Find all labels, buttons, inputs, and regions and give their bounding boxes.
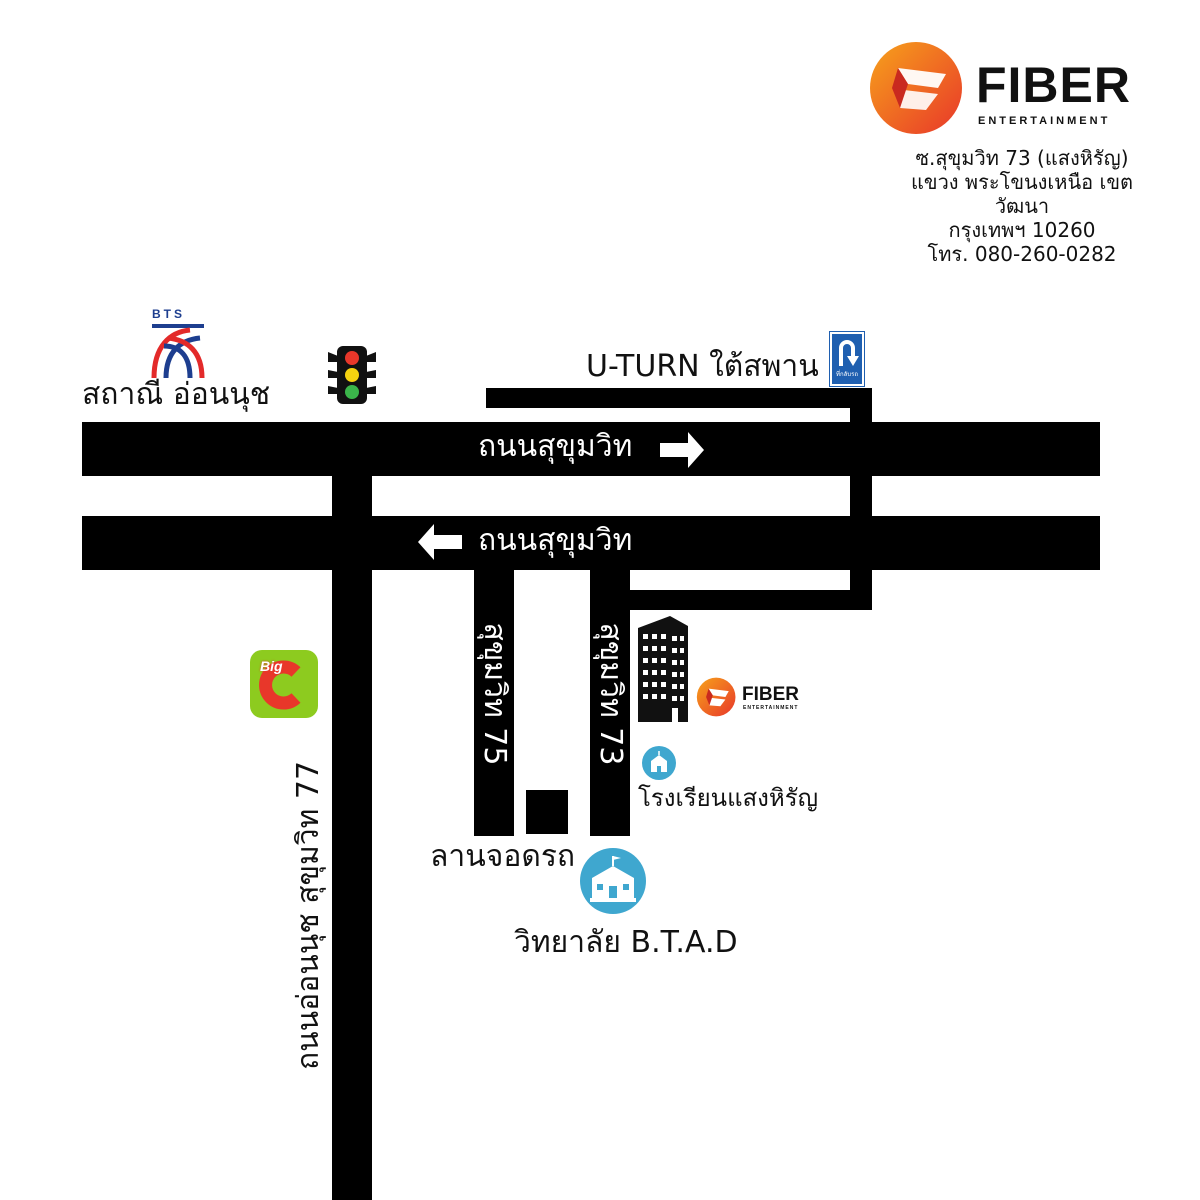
bts-station-label: สถาณี อ่อนนุช xyxy=(82,377,271,412)
address-line-2: แขวง พระโขนงเหนือ เขต วัฒนา xyxy=(911,170,1133,218)
road-label-soi-75: สุขุมวิท 75 xyxy=(477,622,512,766)
address-line-1: ซ.สุขุมวิท 73 (แสงหิรัญ) xyxy=(915,146,1129,170)
uturn-sign-text: ที่กลับรถ xyxy=(836,371,858,378)
arrow-right-icon xyxy=(660,432,704,468)
big-c-logo: Big xyxy=(250,650,318,718)
college-icon xyxy=(580,848,646,914)
fiber-small-name: FIBER xyxy=(742,684,799,705)
road-soi-73 xyxy=(590,570,630,836)
address-phone: โทร. 080-260-0282 xyxy=(927,242,1117,266)
school-icon xyxy=(642,746,676,780)
road-label-onnut: ถนนอ่อนนุช สุขุมวิท 77 xyxy=(291,760,326,1070)
uturn-sign-icon: ที่กลับรถ xyxy=(829,331,865,387)
road-onnut-gap xyxy=(332,476,372,516)
address-line-3: กรุงเทพฯ 10260 xyxy=(948,218,1096,242)
college-label: วิทยาลัย B.T.A.D xyxy=(514,925,738,960)
fiber-logo-large: FIBER ENTERTAINMENT xyxy=(868,38,1138,138)
fiber-small-tagline: ENTERTAINMENT xyxy=(743,705,799,711)
school-label: โรงเรียนแสงหิรัญ xyxy=(638,784,819,812)
uturn-bottom-segment xyxy=(614,590,872,610)
uturn-arrow-icon xyxy=(839,340,859,366)
address-block: ซ.สุขุมวิท 73 (แสงหิรัญ) แขวง พระโขนงเหน… xyxy=(892,146,1152,266)
bts-logo: BTS xyxy=(150,308,210,378)
bts-logo-text: BTS xyxy=(152,307,185,321)
college-building-icon xyxy=(590,856,636,902)
fiber-brand-name: FIBER xyxy=(976,57,1131,113)
road-sukhumvit-top xyxy=(82,422,1100,476)
parking-lot-block xyxy=(526,790,568,834)
road-onnut xyxy=(332,476,372,1200)
fiber-logo-small-mark xyxy=(696,677,736,717)
arrow-left-icon xyxy=(418,524,462,560)
bts-logo-mark xyxy=(151,324,205,378)
road-label-soi-73: สุขุมวิท 73 xyxy=(593,622,628,766)
road-label-sukhumvit-bottom: ถนนสุขุมวิท xyxy=(478,523,633,558)
building-icon xyxy=(638,616,688,722)
fiber-brand-tagline: ENTERTAINMENT xyxy=(978,115,1111,127)
road-sukhumvit-bottom xyxy=(82,516,1100,570)
road-label-sukhumvit-top: ถนนสุขุมวิท xyxy=(478,429,633,464)
big-c-text: Big xyxy=(260,658,283,674)
uturn-label: U-TURN ใต้สพาน xyxy=(586,349,819,384)
big-c-mark xyxy=(259,660,301,710)
road-soi-75 xyxy=(474,570,514,836)
uturn-right-segment xyxy=(850,388,872,610)
traffic-light-icon xyxy=(328,346,376,404)
fiber-logo-small: FIBER ENTERTAINMENT xyxy=(696,676,816,718)
fiber-logo-mark xyxy=(870,42,962,134)
parking-label: ลานจอดรถ xyxy=(430,839,576,874)
school-building-icon xyxy=(651,751,667,772)
uturn-top-segment xyxy=(486,388,872,408)
